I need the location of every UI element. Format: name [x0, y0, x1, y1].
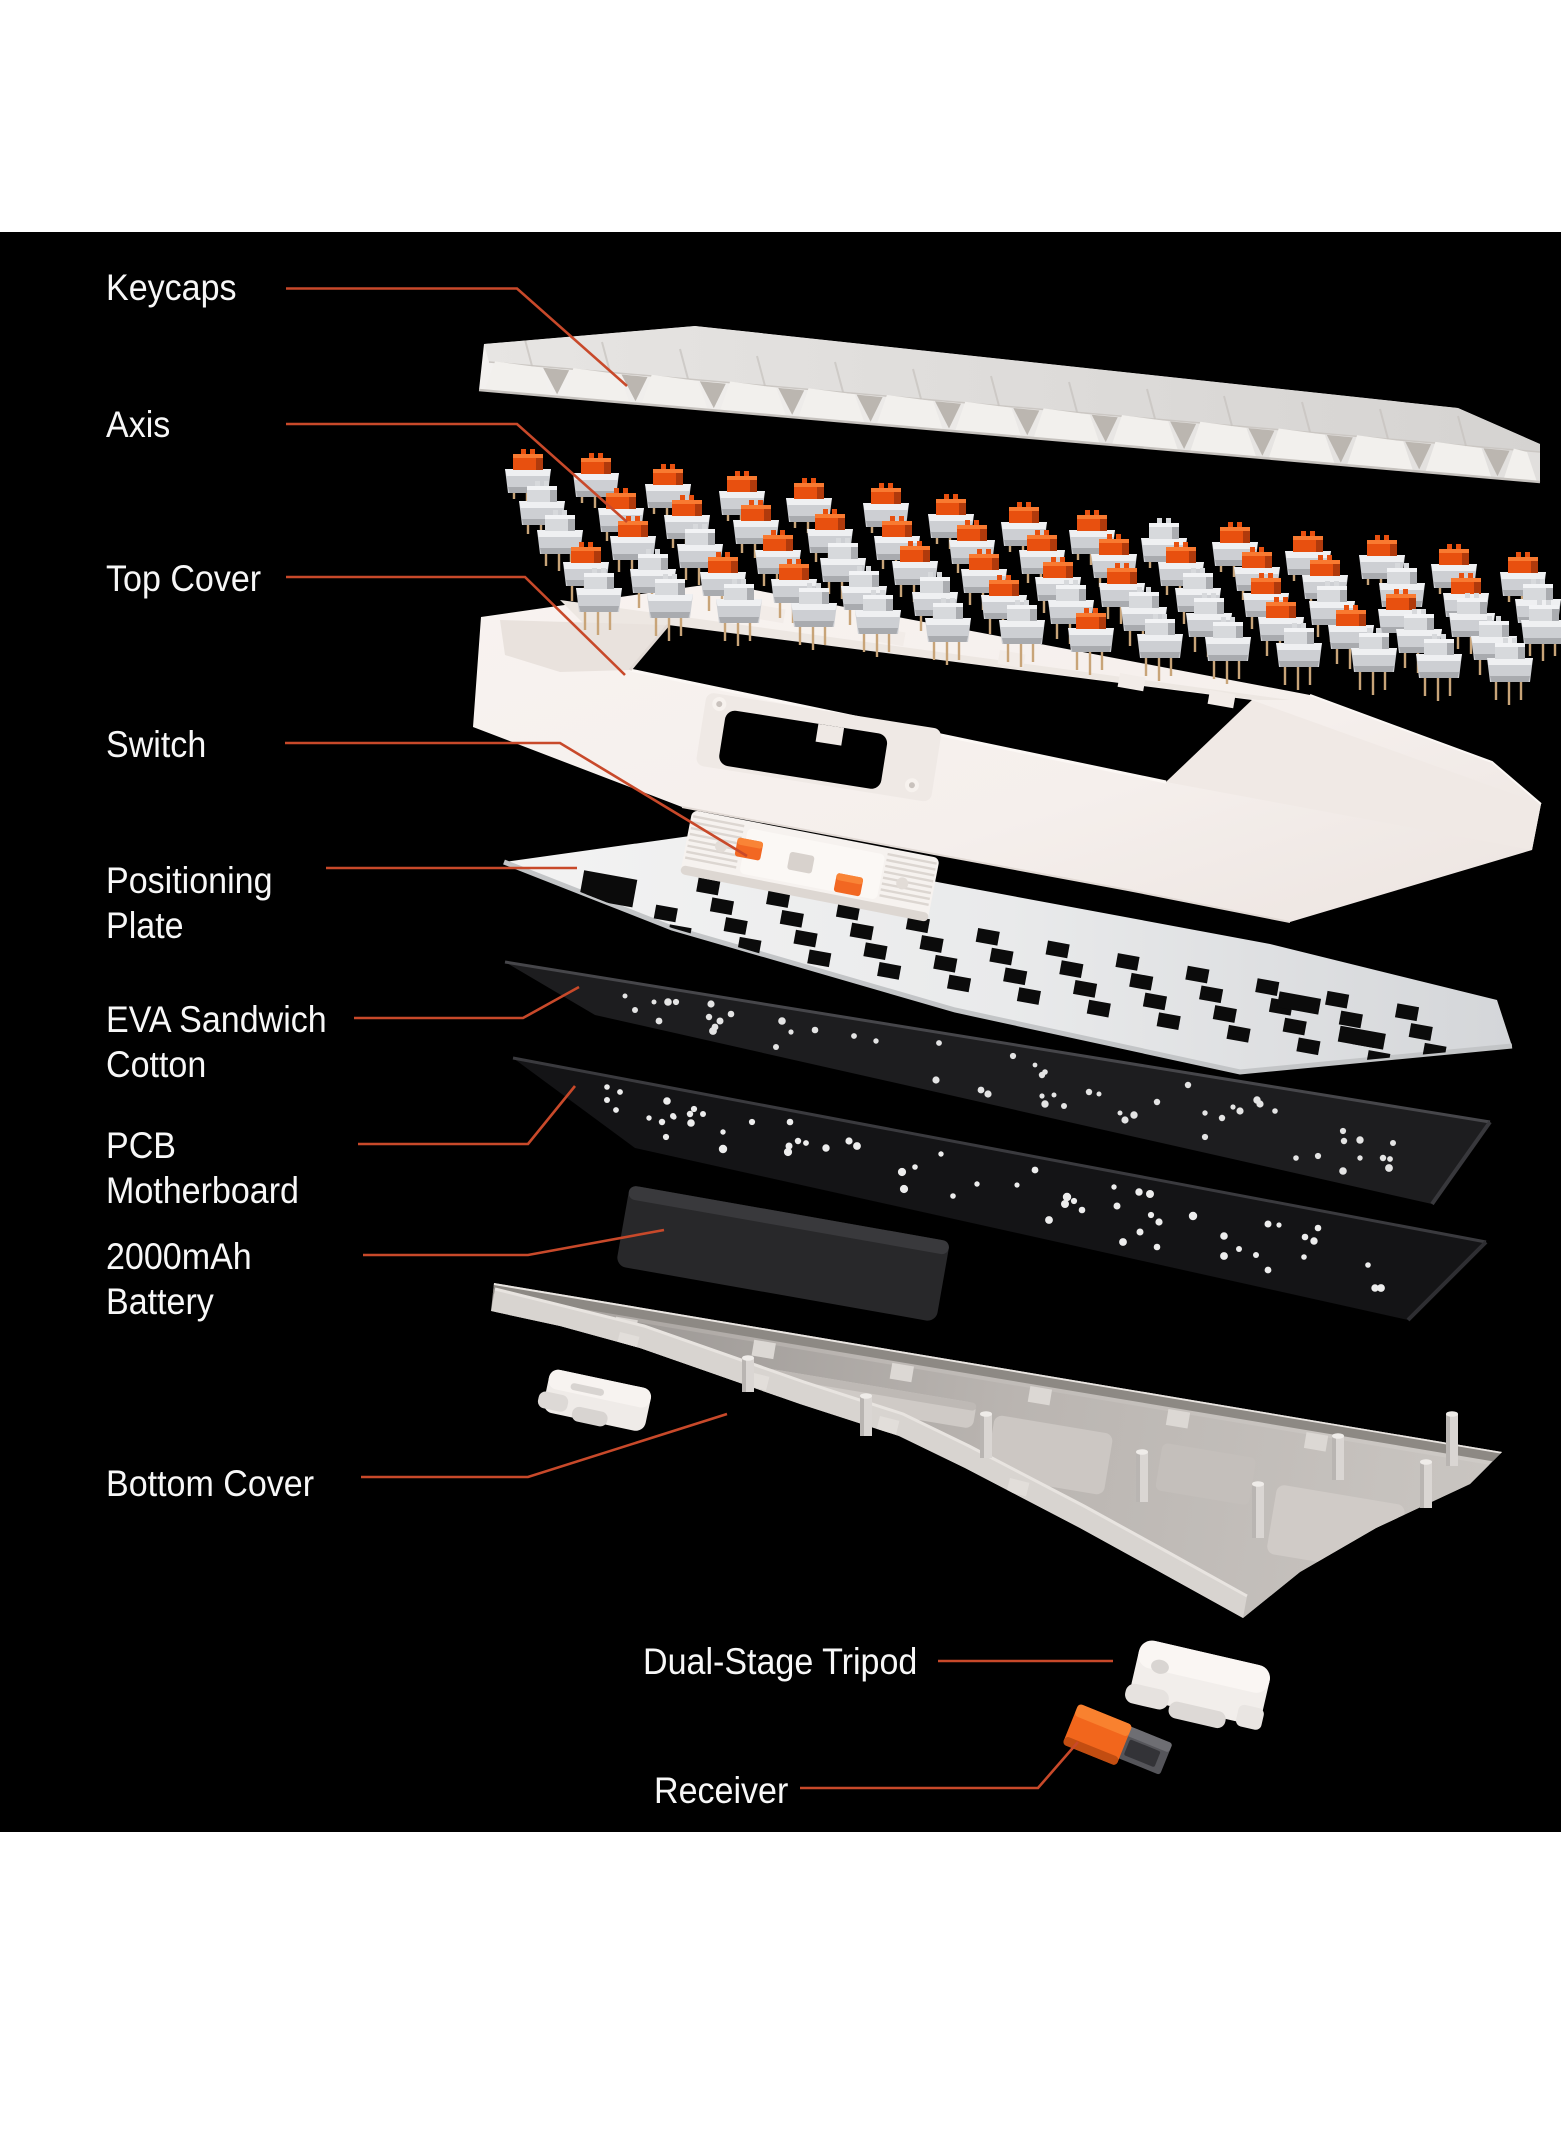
svg-text:Battery: Battery	[106, 1281, 214, 1323]
svg-text:Cotton: Cotton	[106, 1044, 206, 1086]
svg-text:Keycaps: Keycaps	[106, 267, 237, 309]
svg-text:Top Cover: Top Cover	[106, 558, 261, 600]
svg-text:PCB: PCB	[106, 1125, 176, 1167]
svg-text:2000mAh: 2000mAh	[106, 1236, 252, 1278]
svg-text:Positioning: Positioning	[106, 860, 273, 902]
svg-text:Bottom Cover: Bottom Cover	[106, 1463, 314, 1505]
svg-text:Motherboard: Motherboard	[106, 1170, 299, 1212]
svg-text:Receiver: Receiver	[654, 1770, 788, 1812]
svg-text:Dual-Stage Tripod: Dual-Stage Tripod	[643, 1641, 917, 1683]
svg-text:Switch: Switch	[106, 724, 206, 766]
svg-text:Plate: Plate	[106, 905, 184, 947]
svg-text:EVA Sandwich: EVA Sandwich	[106, 999, 327, 1041]
svg-text:Axis: Axis	[106, 404, 170, 446]
